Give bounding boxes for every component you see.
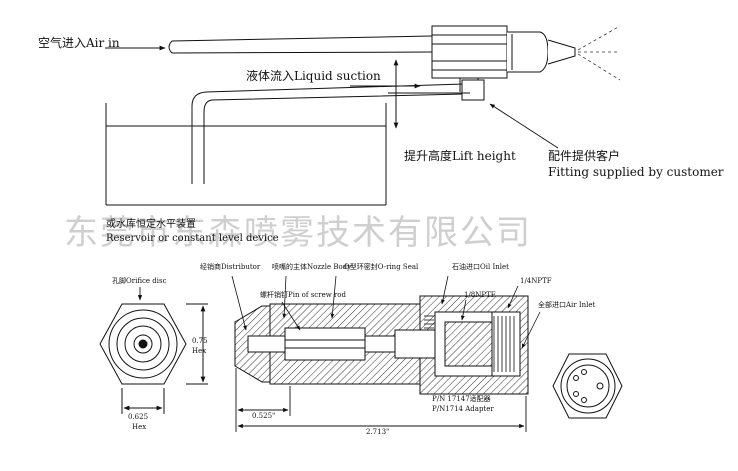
lift-height-label: 提升高度Lift height <box>404 149 516 163</box>
section-leaders <box>231 275 541 349</box>
reservoir-cn-label: 或水库恒定水平装置 <box>106 219 196 230</box>
air-inlet-label: 全部进口Air Inlet <box>538 301 596 309</box>
tip-dimension: 0.525" <box>252 412 276 420</box>
air-in-label: 空气进入Air in <box>38 36 120 50</box>
adapter-label: P/N1714 Adapter <box>432 405 494 413</box>
company-watermark: 东莞市东森喷雾技术有限公司 <box>64 213 532 253</box>
reservoir-en-label: Reservoir or constant level device <box>106 233 279 244</box>
eighth-nptf-label: 1/8NPTF <box>464 291 496 299</box>
hex-front-view <box>99 303 208 414</box>
oil-inlet-label: 石油进口Oil Inlet <box>452 263 509 271</box>
hex-width-unit: Hex <box>132 423 147 431</box>
total-dimension: 2.713" <box>366 428 390 436</box>
hex-end-view <box>552 353 623 419</box>
fitting-en-label: Fitting supplied by customer <box>548 165 724 179</box>
section-dimensions <box>235 368 527 432</box>
nozzle-cross-section <box>234 295 529 395</box>
spray-cone <box>577 25 621 81</box>
fitting-leader <box>489 103 559 149</box>
o-ring-seal-label: O型环密封O-ring Seal <box>344 263 419 271</box>
nozzle-body-side <box>431 25 576 92</box>
liquid-suction-tube <box>191 79 485 184</box>
quarter-nptf-label: 1/4NPTF <box>520 277 552 285</box>
hex-height-value: 0.75 <box>192 337 208 345</box>
hex-height-unit: Hex <box>192 347 207 355</box>
thread-marks <box>424 315 515 372</box>
hex-width-value: 0.625 <box>128 413 149 421</box>
fitting-cn-label: 配件提供客户 <box>548 149 621 163</box>
liquid-suction-label: 液体流入Liquid suction <box>246 69 381 83</box>
lift-height-dimension <box>388 59 470 129</box>
air-pipe <box>168 35 433 54</box>
reservoir <box>105 103 387 206</box>
pin-screw-rod-label: 螺杆销钉Pin of screw rod <box>260 291 346 299</box>
distributor-label: 经销商Distributor <box>200 263 261 271</box>
nozzle-body-label: 喷嘴的主体Nozzle Body <box>272 263 352 271</box>
part-number-label: P/N 17147适配器 <box>432 395 491 403</box>
orifice-disc-label: 孔脚Orifice disc <box>112 277 167 285</box>
